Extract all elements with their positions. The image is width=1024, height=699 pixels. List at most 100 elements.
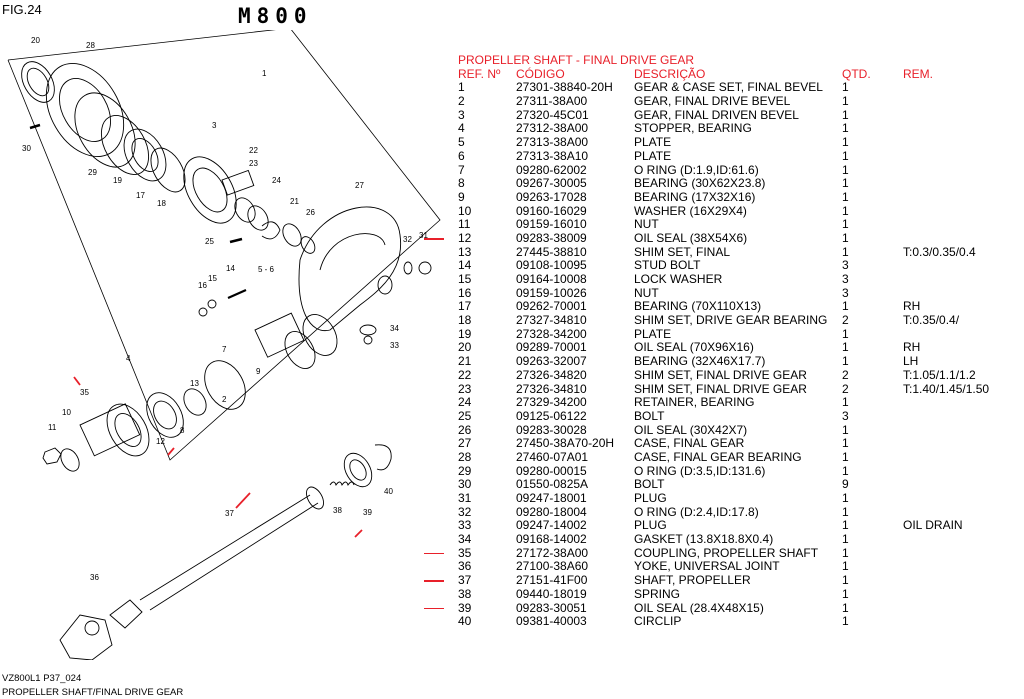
cell-code: 27172-38A00 [516, 545, 589, 560]
cell-ref: 2 [458, 94, 465, 109]
cell-ref: 19 [458, 326, 472, 341]
cell-code: 09159-16010 [516, 217, 587, 232]
cell-desc: OIL SEAL (38X54X6) [634, 230, 748, 245]
cell-desc: O RING (D:1.9,ID:61.6) [634, 162, 759, 177]
red-mark [424, 552, 444, 555]
highlight-mark-37 [235, 492, 251, 509]
plate-19 [100, 115, 150, 175]
cell-code: 09289-70001 [516, 340, 587, 355]
cell-rem: T:1.05/1.1/1.2 [903, 367, 976, 382]
cell-qty: 1 [842, 176, 849, 191]
callout-29: 29 [88, 168, 97, 177]
cell-desc: PLATE [634, 326, 672, 341]
callout-36: 36 [90, 573, 99, 582]
cell-code: 09381-40003 [516, 614, 587, 629]
cell-desc: NUT [634, 217, 659, 232]
cell-qty: 3 [842, 285, 849, 300]
callout-35: 35 [80, 388, 89, 397]
cell-qty: 1 [842, 395, 849, 410]
cell-code: 27327-34810 [516, 313, 587, 328]
cell-qty: 1 [842, 614, 849, 629]
cell-ref: 23 [458, 381, 472, 396]
cell-rem: LH [903, 354, 919, 369]
cell-ref: 38 [458, 586, 472, 601]
final-gear-case [298, 206, 402, 332]
cell-qty: 2 [842, 367, 849, 382]
callout-7: 7 [222, 345, 227, 354]
cell-desc: SHAFT, PROPELLER [634, 573, 751, 588]
cell-desc: CIRCLIP [634, 614, 682, 629]
cell-desc: BOLT [634, 477, 665, 492]
callout-8: 8 [180, 426, 185, 435]
cell-desc: COUPLING, PROPELLER SHAFT [634, 545, 819, 560]
highlight-mark-12 [167, 447, 175, 456]
cell-ref: 15 [458, 272, 472, 286]
callout-18: 18 [157, 199, 166, 208]
cell-code: 09247-14002 [516, 518, 587, 533]
cell-ref: 33 [458, 518, 472, 533]
cell-ref: 29 [458, 463, 472, 478]
universal-joint-yoke [59, 614, 113, 660]
cell-qty: 1 [842, 189, 849, 204]
cell-desc: LOCK WASHER [634, 272, 723, 286]
cell-rem: RH [903, 299, 921, 314]
cell-code: 27313-38A10 [516, 148, 589, 163]
cell-qty: 1 [842, 559, 849, 574]
cell-ref: 13 [458, 244, 472, 259]
cell-code: 09280-62002 [516, 162, 587, 177]
cell-qty: 3 [842, 408, 849, 423]
callout-31: 31 [419, 231, 428, 240]
table-title: PROPELLER SHAFT - FINAL DRIVE GEAR [458, 53, 695, 67]
cell-desc: BEARING (32X46X17.7) [634, 354, 766, 369]
table-header: REF. Nº CÓDIGO DESCRIÇÃO QTD. REM. [458, 66, 933, 82]
cell-qty: 1 [842, 600, 849, 615]
callout-27: 27 [355, 181, 364, 190]
cell-qty: 3 [842, 258, 849, 273]
oil-seal-26 [300, 236, 316, 254]
cell-ref: 12 [458, 230, 472, 245]
cell-ref: 32 [458, 504, 472, 519]
bearing-17 [123, 128, 167, 182]
plug-31 [418, 261, 432, 275]
cell-qty: 1 [842, 326, 849, 341]
callout-10: 10 [62, 408, 71, 417]
parts-table: PROPELLER SHAFT - FINAL DRIVE GEAR REF. … [424, 53, 989, 629]
callout-21: 21 [290, 197, 299, 206]
cell-code: 27328-34200 [516, 326, 587, 341]
cell-ref: 34 [458, 532, 472, 547]
assembly-frame [7, 30, 441, 461]
cell-ref: 24 [458, 395, 472, 410]
callout-3: 3 [212, 121, 217, 130]
cell-qty: 2 [842, 381, 849, 396]
callout-11: 11 [48, 423, 57, 432]
cell-ref: 36 [458, 559, 472, 574]
cell-code: 27326-34810 [516, 381, 587, 396]
callout-39: 39 [363, 508, 372, 517]
cell-qty: 1 [842, 532, 849, 547]
cell-code: 27445-38810 [516, 244, 587, 259]
cell-qty: 1 [842, 504, 849, 519]
header-ref: REF. Nº [458, 66, 501, 81]
highlight-mark-35 [73, 376, 81, 386]
callout-19: 19 [113, 176, 122, 185]
stopper-4 [106, 403, 150, 457]
cell-ref: 22 [458, 367, 472, 382]
cell-ref: 30 [458, 477, 472, 492]
cell-ref: 37 [458, 573, 472, 588]
cell-code: 01550-0825A [516, 477, 589, 492]
cell-qty: 1 [842, 573, 849, 588]
cell-desc: STOPPER, BEARING [634, 121, 752, 136]
cell-ref: 27 [458, 436, 472, 451]
